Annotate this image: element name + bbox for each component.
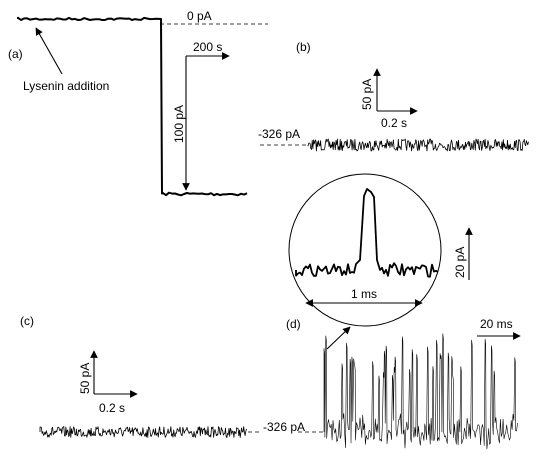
trace-a	[17, 16, 248, 197]
lysenin-addition-label: Lysenin addition	[23, 79, 109, 93]
scale-bar-current-c-label: 50 pA	[78, 363, 92, 394]
level-d-label: -326 pA	[263, 420, 305, 434]
panel-d: (d) 20 ms -326 pA	[263, 317, 521, 450]
level-b-label: -326 pA	[258, 127, 300, 141]
scale-bar-current-inset-label: 20 pA	[453, 247, 467, 278]
panel-d-label: (d)	[286, 317, 301, 331]
panel-c-label: (c)	[20, 314, 34, 328]
scale-bar-time-b-label: 0.2 s	[381, 116, 407, 130]
inset-pointer-arrow	[326, 326, 351, 350]
panel-b-label: (b)	[296, 40, 311, 54]
zero-level-label: 0 pA	[187, 9, 212, 23]
panel-a-label: (a)	[8, 47, 23, 61]
trace-c	[39, 426, 247, 438]
scale-bar-current-a-label: 100 pA	[172, 105, 186, 143]
panel-a: (a) 0 pA 200 s 100 pA Lysenin addition	[8, 9, 268, 197]
panel-c: (c) 50 pA 0.2 s	[20, 314, 262, 438]
lysenin-addition-arrow	[35, 27, 63, 75]
scale-bar-time-d-label: 20 ms	[480, 317, 513, 331]
trace-b	[307, 138, 529, 152]
inset: 1 ms 20 pA	[288, 173, 473, 350]
scale-bar-time-inset-label: 1 ms	[351, 287, 377, 301]
panel-b: (b) 50 pA 0.2 s -326 pA	[258, 40, 529, 152]
trace-inset	[295, 188, 439, 278]
trace-d	[323, 333, 518, 450]
scale-bar-time-c-label: 0.2 s	[99, 401, 125, 415]
inset-circle	[288, 173, 442, 327]
scale-bar-current-b-label: 50 pA	[360, 79, 374, 110]
scale-bar-time-a-label: 200 s	[193, 40, 222, 54]
